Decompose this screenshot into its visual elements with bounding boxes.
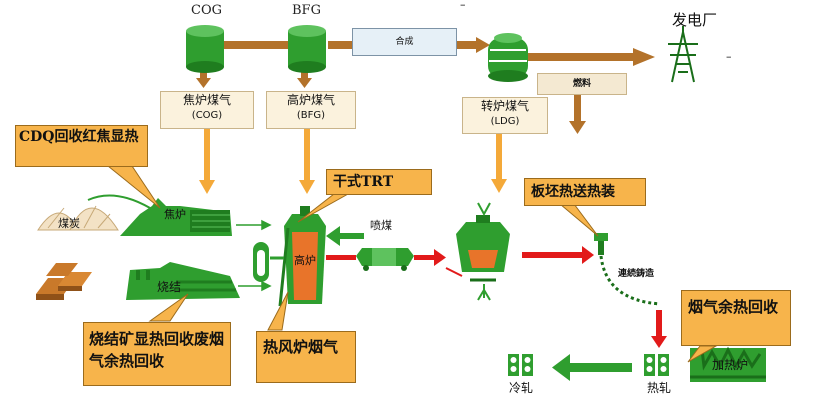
sinter-plant-icon [126, 262, 240, 300]
converter-gas-name: 转炉煤气 [480, 99, 529, 113]
ldg-gasholder-icon [488, 33, 528, 82]
converter-gas-box: 转炉煤气 (LDG) [462, 97, 548, 134]
blast-furnace-label: 高炉 [294, 254, 316, 267]
power-tower-icon [668, 26, 698, 83]
synthesis-box: 合成 [352, 28, 457, 56]
slab-hot-charging-callout: 板坯热送热装 [524, 178, 646, 206]
fuel-box: 燃料 [537, 73, 627, 95]
top-dash: – [460, 0, 466, 11]
continuous-casting-label: 連続鋳造 [618, 269, 655, 279]
coke-oven-gas-box: 焦炉煤气 (COG) [160, 91, 254, 129]
sinter-label: 烧结 [157, 280, 182, 294]
bfg-top-label: BFG [292, 3, 321, 18]
top-right-dash: – [726, 50, 732, 63]
coke-oven-gas-abbr: (COG) [191, 110, 223, 121]
coal-pile-icon [37, 205, 119, 231]
torpedo-car-icon [356, 248, 414, 271]
hot-rolling-label: 热轧 [647, 381, 672, 395]
hot-rolling-icon [644, 354, 669, 376]
red-arrows [326, 246, 667, 348]
coke-oven-label: 焦炉 [164, 208, 186, 221]
orange-arrows [199, 128, 507, 194]
blast-furnace-gas-abbr: (BFG) [296, 110, 326, 121]
power-plant-label: 发电厂 [672, 11, 718, 29]
sinter-heat-recovery-callout: 烧结矿显热回收废烟气余热回收 [83, 322, 231, 386]
flue-heat-recovery-callout: 烟气余热回收 [681, 290, 791, 346]
reheat-furnace-label: 加热炉 [712, 358, 749, 372]
bfg-gasholder-icon [288, 25, 326, 73]
hot-stove-icon [253, 242, 269, 282]
blast-furnace-gas-name: 高炉煤气 [286, 93, 335, 107]
hot-stove-flue-callout: 热风炉烟气 [256, 331, 356, 383]
continuous-caster-icon [594, 233, 661, 306]
hot-to-cold-arrow [552, 354, 632, 381]
feed-arrows [236, 219, 272, 292]
coal-injection-label: 喷煤 [370, 219, 392, 232]
trt-callout: 干式TRT [326, 169, 432, 195]
coal-label: 煤炭 [58, 217, 80, 230]
coke-oven-icon [87, 194, 232, 236]
coal-injection-arrow [326, 226, 364, 246]
blast-furnace-gas-box: 高炉煤气 (BFG) [266, 91, 356, 129]
cold-rolling-icon [508, 354, 533, 376]
blast-furnace-icon [270, 206, 326, 307]
cold-rolling-label: 冷轧 [509, 381, 534, 395]
ore-ingots-icon [36, 263, 92, 300]
coke-oven-gas-name: 焦炉煤气 [182, 93, 231, 107]
converter-gas-abbr: (LDG) [490, 116, 520, 127]
gas-pipeline [196, 37, 655, 134]
converter-icon [445, 202, 510, 301]
cdq-callout: CDQ回收红焦显热 [15, 125, 148, 167]
cog-top-label: COG [191, 3, 222, 18]
cog-gasholder-icon [186, 25, 224, 73]
